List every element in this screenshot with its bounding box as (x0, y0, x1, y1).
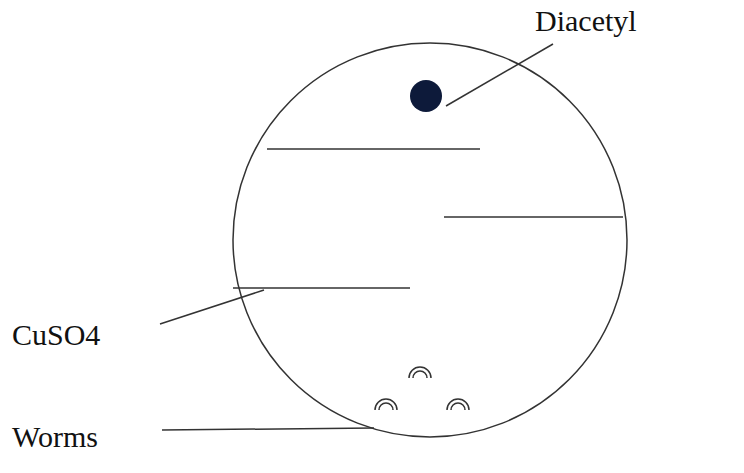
leader-line (162, 428, 374, 430)
leader-line (446, 44, 553, 106)
copper-barrier (267, 148, 480, 150)
part-label: Diacetyl (535, 4, 637, 38)
copper-barrier (233, 287, 410, 289)
worm-symbol (409, 367, 431, 378)
part-label: CuSO4 (12, 318, 100, 352)
leader-line (160, 290, 264, 324)
worm-symbol (447, 399, 469, 410)
part-label: Worms (12, 420, 98, 454)
copper-barrier (444, 216, 623, 218)
worm-symbol (375, 399, 397, 410)
petri-dish (233, 43, 627, 437)
diacetyl-spot (410, 80, 442, 112)
